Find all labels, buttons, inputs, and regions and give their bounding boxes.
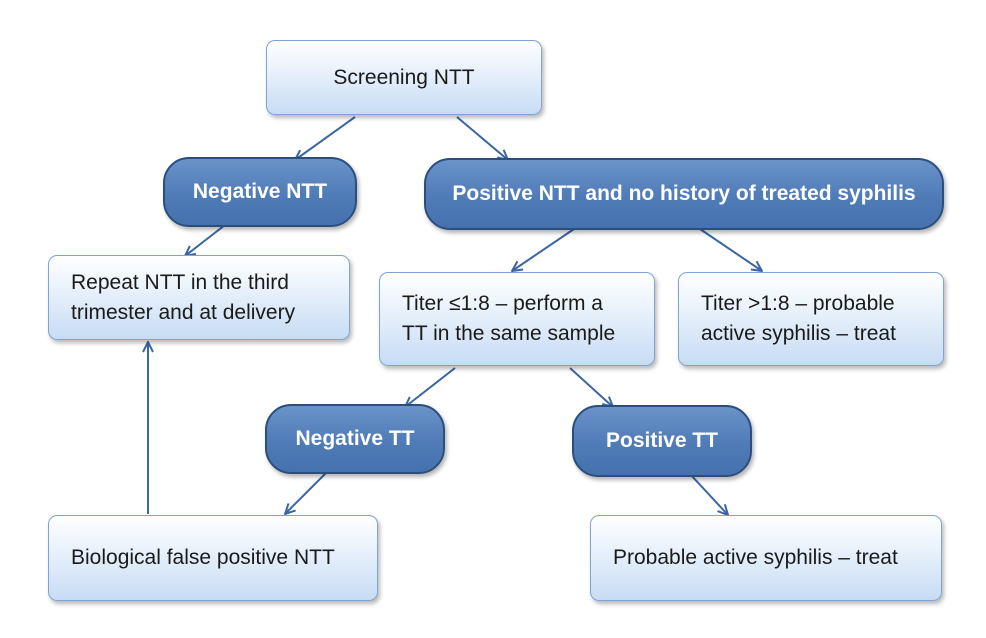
arrow-negative-ntt-to-repeat <box>185 224 226 256</box>
positive-ntt-pill: Positive NTT and no history of treated s… <box>424 158 944 230</box>
probable-active-box: Probable active syphilis – treat <box>590 515 942 601</box>
arrow-negative-tt-to-false-positive <box>285 471 328 514</box>
negative-ntt-pill: Negative NTT <box>163 157 357 227</box>
titer-high-box: Titer >1:8 – probable active syphilis – … <box>678 272 944 366</box>
false-positive-box: Biological false positive NTT <box>48 515 378 601</box>
negative-tt-label: Negative TT <box>295 427 415 451</box>
titer-high-label: Titer >1:8 – probable active syphilis – … <box>701 292 896 345</box>
negative-ntt-label: Negative NTT <box>192 180 328 204</box>
arrow-titer-low-to-negative-tt <box>405 367 456 407</box>
positive-tt-label: Positive TT <box>605 429 719 453</box>
positive-ntt-label: Positive NTT and no history of treated s… <box>452 182 916 206</box>
positive-tt-pill: Positive TT <box>572 405 752 477</box>
titer-low-label: Titer ≤1:8 – perform a TT in the same sa… <box>402 292 616 345</box>
arrow-positive-ntt-to-titer-high <box>699 228 762 271</box>
titer-low-box: Titer ≤1:8 – perform a TT in the same sa… <box>379 272 655 366</box>
arrow-screening-to-positive-ntt <box>456 116 508 160</box>
negative-tt-pill: Negative TT <box>265 404 445 474</box>
false-positive-label: Biological false positive NTT <box>71 546 335 570</box>
arrow-positive-ntt-to-titer-low <box>512 228 575 271</box>
screening-ntt-box: Screening NTT <box>266 40 542 115</box>
arrow-titer-low-to-positive-tt <box>569 367 613 407</box>
arrow-positive-tt-to-probable-active <box>689 473 728 515</box>
arrow-screening-to-negative-ntt <box>295 116 356 160</box>
repeat-ntt-label: Repeat NTT in the third trimester and at… <box>71 270 296 324</box>
screening-ntt-label: Screening NTT <box>333 65 475 89</box>
probable-active-label: Probable active syphilis – treat <box>613 546 898 570</box>
repeat-ntt-box: Repeat NTT in the third trimester and at… <box>48 255 350 340</box>
